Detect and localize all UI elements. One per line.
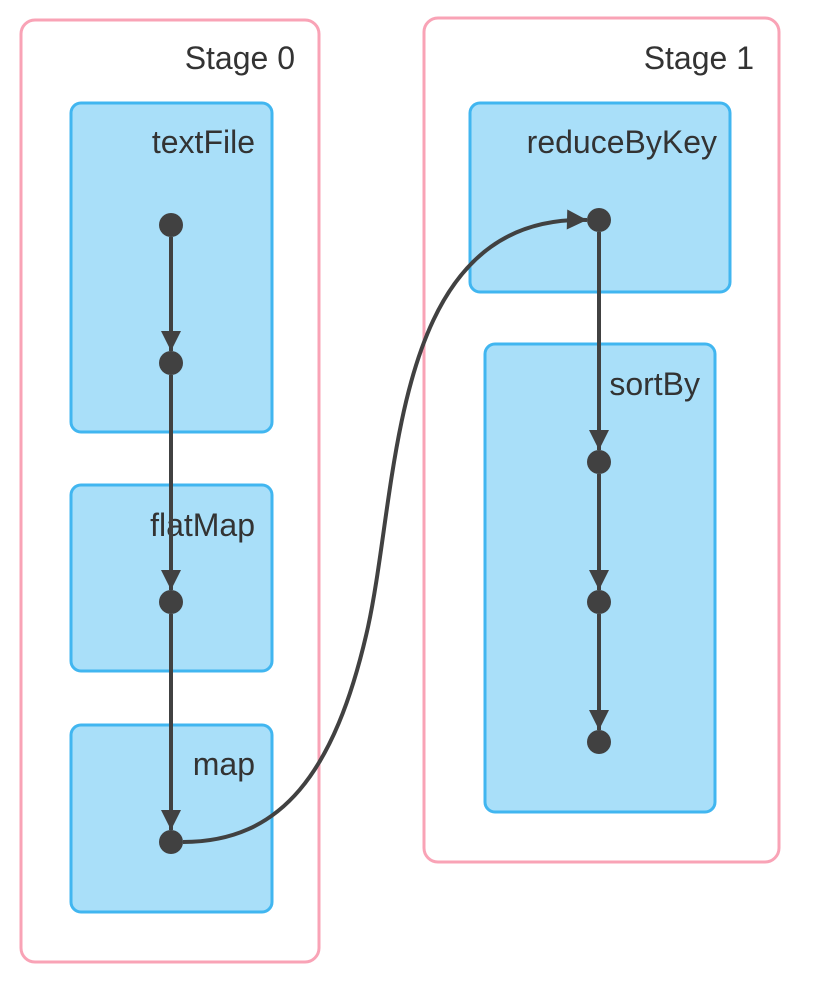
rdd-node-sortby-1[interactable]	[587, 450, 611, 474]
stage-0-label[interactable]: Stage 0	[185, 40, 295, 76]
rdd-node-textfile-2[interactable]	[159, 351, 183, 375]
rdd-node-flatmap[interactable]	[159, 590, 183, 614]
dag-edges	[161, 209, 609, 844]
op-cluster-reducebykey: reduceByKey	[468, 101, 732, 294]
rdd-nodes	[159, 208, 611, 854]
reducebykey-label: reduceByKey	[527, 124, 717, 160]
flatmap-label: flatMap	[150, 507, 255, 543]
stage-1-label[interactable]: Stage 1	[644, 40, 754, 76]
rdd-node-sortby-3[interactable]	[587, 730, 611, 754]
rdd-node-sortby-2[interactable]	[587, 590, 611, 614]
map-label: map	[193, 746, 255, 782]
textfile-label: textFile	[152, 124, 255, 160]
edge-map-reducebykey	[182, 209, 588, 844]
sortby-label: sortBy	[609, 366, 700, 402]
rdd-node-map[interactable]	[159, 830, 183, 854]
rdd-node-textfile-1[interactable]	[159, 213, 183, 237]
rdd-node-reducebykey[interactable]	[587, 208, 611, 232]
